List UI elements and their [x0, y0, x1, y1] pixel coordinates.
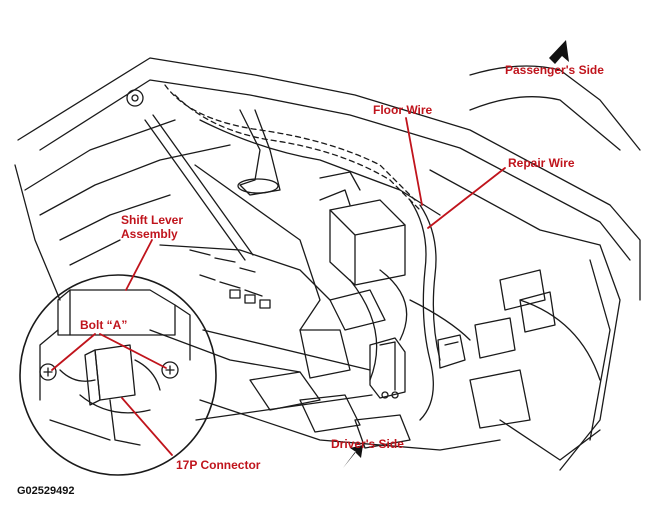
label-drivers-side: Driver's Side — [331, 437, 404, 451]
detail-magnifier — [19, 274, 217, 476]
floor-wire-leader — [405, 117, 423, 206]
label-repair-wire: Repair Wire — [508, 156, 575, 170]
passenger-side-arrow-icon — [549, 40, 569, 64]
label-shift-lever-assembly: Shift Lever Assembly — [121, 213, 183, 241]
bolt-a-leader-left — [51, 333, 96, 371]
figure-id: G02529492 — [17, 485, 75, 497]
relay-box — [329, 199, 406, 286]
label-17p-connector: 17P Connector — [176, 458, 261, 472]
label-floor-wire: Floor Wire — [373, 103, 433, 117]
label-shift-lever-line2: Assembly — [121, 227, 178, 241]
bolt-a-left-icon — [39, 363, 57, 381]
bolt-a-right-icon — [161, 361, 179, 379]
connector-17p-leader — [121, 397, 173, 456]
connector-17p — [94, 344, 136, 401]
console-outline — [17, 57, 641, 301]
repair-wire-leader — [427, 167, 506, 229]
label-bolt-a: Bolt “A” — [80, 318, 128, 332]
driver-side-arrow-icon — [343, 445, 363, 468]
label-shift-lever-line1: Shift Lever — [121, 213, 184, 227]
label-passengers-side: Passenger's Side — [505, 63, 604, 77]
bolt-a-leader-right — [99, 333, 167, 369]
shift-lever-leader — [125, 239, 153, 291]
